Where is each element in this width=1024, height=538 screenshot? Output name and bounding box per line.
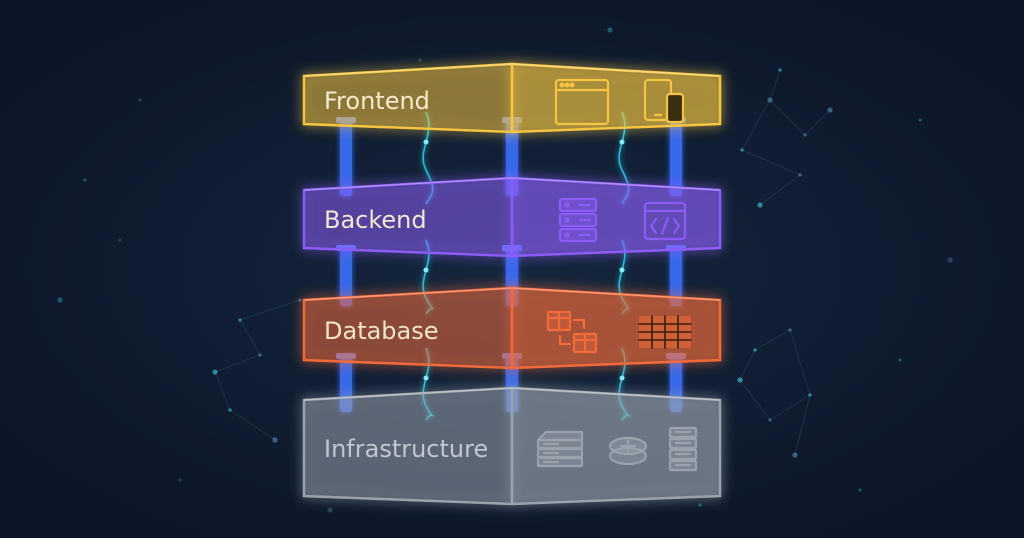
network-node (57, 297, 63, 303)
network-node (418, 58, 422, 62)
layer-label-backend: Backend (324, 206, 427, 234)
network-node (768, 418, 772, 422)
network-node (898, 358, 902, 362)
connector-pillar (670, 120, 682, 196)
network-node (918, 118, 922, 122)
network-node (607, 27, 613, 33)
network-node (827, 107, 833, 113)
signal-dot (423, 375, 429, 381)
network-node (947, 257, 953, 263)
network-node (228, 408, 232, 412)
signal-dot (423, 139, 429, 145)
network-node (757, 202, 763, 208)
server-tower-icon (668, 426, 698, 472)
browser-window-icon (554, 78, 610, 126)
network-node (298, 298, 302, 302)
network-node (798, 173, 802, 177)
connector-pillar (340, 120, 352, 196)
layer-infrastructure: Infrastructure (302, 386, 722, 506)
network-node (737, 377, 743, 383)
layer-database: Database (302, 286, 722, 370)
network-node (698, 503, 702, 507)
network-node (753, 348, 757, 352)
network-node (803, 133, 807, 137)
network-node (792, 452, 798, 458)
network-node (238, 318, 242, 322)
network-nodes-background (57, 27, 953, 513)
signal-dot (619, 375, 625, 381)
table-sync-icon (546, 310, 598, 354)
router-icon (608, 436, 648, 466)
layer-panel-right (510, 386, 722, 506)
layer-label-database: Database (324, 317, 439, 345)
connector-pillar (340, 248, 352, 306)
network-node (118, 238, 122, 242)
network-node (178, 478, 182, 482)
rack-server-icon (536, 430, 584, 468)
network-node (83, 178, 87, 182)
network-node (258, 353, 262, 357)
layer-panel-right (510, 176, 722, 258)
layer-label-infrastructure: Infrastructure (324, 435, 488, 463)
signal-dot (619, 267, 625, 273)
network-node (327, 507, 333, 513)
network-node (138, 98, 142, 102)
data-grid-icon (638, 315, 692, 349)
network-node (858, 488, 862, 492)
mobile-devices-icon (643, 78, 685, 124)
network-node (767, 97, 773, 103)
network-node (212, 369, 218, 375)
layers-group: Infrastructure Database Backend Frontend (302, 62, 722, 506)
network-node (272, 437, 278, 443)
network-node (808, 393, 812, 397)
layer-backend: Backend (302, 176, 722, 258)
signal-dot (423, 267, 429, 273)
layer-frontend: Frontend (302, 62, 722, 134)
signal-dot (619, 139, 625, 145)
server-stack-icon (558, 197, 598, 243)
network-node (778, 68, 782, 72)
network-node (740, 148, 744, 152)
network-node (788, 328, 792, 332)
connector-pillar (670, 248, 682, 306)
layer-label-frontend: Frontend (324, 87, 430, 115)
code-window-icon (643, 201, 687, 241)
